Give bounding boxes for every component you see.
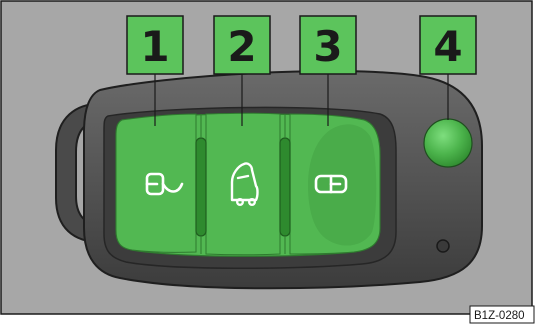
callout-number: 3 bbox=[313, 22, 342, 71]
callout-1: 1 bbox=[126, 15, 184, 75]
callout-2: 2 bbox=[213, 15, 271, 75]
unlock-icon bbox=[145, 172, 184, 196]
callout-number: 2 bbox=[227, 22, 256, 71]
button-divider bbox=[195, 137, 207, 237]
callout-3: 3 bbox=[299, 15, 357, 75]
lock-icon bbox=[314, 174, 348, 194]
key-release-button[interactable] bbox=[423, 118, 473, 168]
figure-code-label: B1Z-0280 bbox=[469, 305, 535, 324]
indicator-light bbox=[436, 239, 450, 253]
lock-button[interactable] bbox=[289, 113, 381, 255]
button-divider bbox=[279, 137, 291, 237]
figure-code: B1Z-0280 bbox=[474, 310, 525, 322]
unlock-button[interactable] bbox=[115, 113, 197, 253]
trunk-button[interactable] bbox=[205, 112, 281, 256]
callout-number: 4 bbox=[433, 22, 462, 71]
callout-4: 4 bbox=[419, 15, 477, 75]
trunk-icon bbox=[230, 162, 259, 206]
callout-number: 1 bbox=[140, 22, 169, 71]
